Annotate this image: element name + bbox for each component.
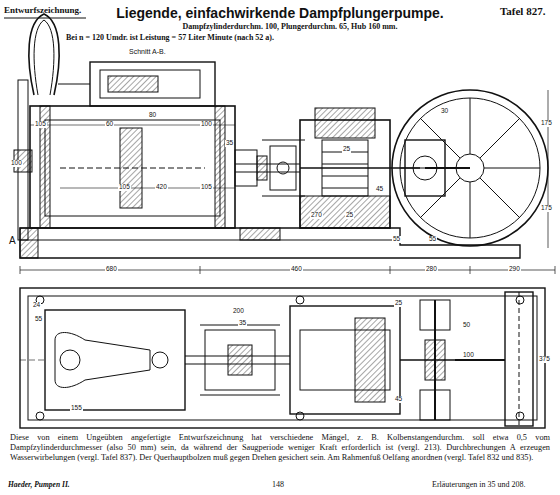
dimension-number: 25 — [345, 212, 354, 219]
dimension-number: 55 — [392, 236, 401, 243]
header-text: Bei n = 120 Umdr. ist Leistung = 57 Lite… — [66, 34, 274, 42]
dimension-number: 30 — [440, 108, 449, 115]
dimension-number: 460 — [290, 266, 303, 273]
dimension-number: 45 — [394, 396, 403, 403]
dimension-number: 25 — [394, 300, 403, 307]
dimension-number: Schnitt A-B. — [128, 48, 167, 55]
page-title: Liegende, einfachwirkende Dampfplungerpu… — [0, 5, 560, 21]
dimension-number: 50 — [462, 322, 471, 329]
dimension-number: 290 — [508, 266, 521, 273]
dimension-number: 105 — [200, 184, 213, 191]
dimension-number: 55 — [34, 316, 43, 323]
dimension-number: 420 — [155, 184, 168, 191]
footer-text: Haeder, Pumpen II. — [8, 481, 70, 489]
dimension-number: 375 — [538, 356, 551, 363]
dimension-number: 105 — [118, 184, 131, 191]
dimension-number: 105 — [34, 121, 47, 128]
dimension-number: 25 — [342, 146, 351, 153]
dimension-number: 100 — [10, 160, 23, 167]
dimension-number: 270 — [310, 212, 323, 219]
dimension-number: 80 — [148, 112, 157, 119]
dimension-number: 35 — [225, 140, 234, 147]
dimension-number: 680 — [105, 266, 118, 273]
caption-text: Diese von einem Ungeübten angefertigte E… — [10, 433, 550, 464]
dimension-number: 175 — [540, 120, 553, 127]
dimension-number: 100 — [462, 352, 475, 359]
dimension-number: A — [8, 236, 17, 246]
dimension-number: 280 — [425, 266, 438, 273]
footer-text: Erläuterungen in 35 und 208. — [432, 481, 526, 489]
dimension-number: 35 — [238, 320, 247, 327]
dimension-number: 155 — [70, 405, 83, 412]
dimension-number: 24 — [32, 302, 41, 309]
dimension-number: 55 — [428, 236, 437, 243]
header-text: Dampfzylinderdurchm. 100, Plungerdurchm.… — [182, 23, 397, 31]
header-text: Tafel 827. — [500, 6, 545, 17]
dimension-number: 200 — [232, 308, 245, 315]
dimension-number: 60 — [105, 121, 114, 128]
dimension-number: 100 — [200, 121, 213, 128]
dimension-number: 45 — [375, 186, 384, 193]
dimension-number: 175 — [540, 205, 553, 212]
header-text: Entwurfszeichnung. — [4, 6, 81, 15]
footer-text: 148 — [272, 481, 284, 489]
